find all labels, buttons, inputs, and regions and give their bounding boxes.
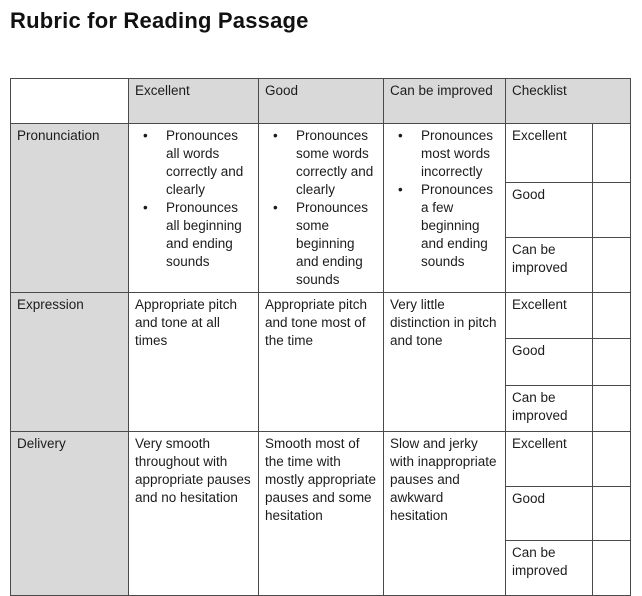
cell-expression-good: Appropriate pitch and tone most of the t… bbox=[258, 292, 384, 432]
table-row: Can be improved bbox=[11, 540, 632, 596]
table-row: Expression Appropriate pitch and tone at… bbox=[10, 292, 632, 432]
bullet-item: Pronounces most words incorrectly bbox=[390, 127, 501, 181]
checklist-label-excellent: Excellent bbox=[505, 292, 593, 339]
checklist-label-excellent: Excellent bbox=[505, 123, 593, 183]
table-row: Delivery Very smooth throughout with app… bbox=[10, 431, 632, 596]
bullet-list: Pronounces most words incorrectly Pronou… bbox=[390, 127, 501, 271]
checklist-check-cell bbox=[591, 181, 632, 239]
checklist-label-can-be-improved: Can be improved bbox=[505, 385, 593, 432]
cell-pronunciation-can-be-improved: Pronounces most words incorrectly Pronou… bbox=[383, 123, 506, 293]
table-row: Good bbox=[11, 338, 632, 386]
checklist-label-can-be-improved: Can be improved bbox=[505, 237, 593, 293]
header-row: Excellent Good Can be improved Checklist bbox=[10, 78, 632, 124]
cell-delivery-good: Smooth most of the time with mostly appr… bbox=[258, 431, 384, 596]
cell-delivery-can-be-improved: Slow and jerky with inappropriate pauses… bbox=[383, 431, 506, 596]
table-row: Pronunciation Pronounces all words corre… bbox=[10, 123, 632, 293]
cell-expression-can-be-improved: Very little distinction in pitch and ton… bbox=[383, 292, 506, 432]
checklist-check-cell bbox=[591, 486, 632, 541]
row-label-delivery: Delivery bbox=[10, 431, 129, 596]
column-header-checklist: Checklist bbox=[504, 78, 632, 124]
cell-delivery-excellent: Very smooth throughout with appropriate … bbox=[128, 431, 259, 596]
rubric-table: Excellent Good Can be improved Checklist… bbox=[10, 78, 632, 596]
bullet-item: Pronounces some words correctly and clea… bbox=[265, 127, 379, 199]
column-header-excellent: Excellent bbox=[128, 78, 259, 124]
bullet-item: Pronounces all beginning and ending soun… bbox=[135, 199, 254, 271]
checklist-check-cell bbox=[591, 385, 632, 432]
bullet-list: Pronounces all words correctly and clear… bbox=[135, 127, 254, 271]
column-header-can-be-improved: Can be improved bbox=[383, 78, 506, 124]
cell-expression-excellent: Appropriate pitch and tone at all times bbox=[128, 292, 259, 432]
checklist-check-cell bbox=[591, 292, 632, 339]
checklist-label-good: Good bbox=[505, 486, 593, 541]
checklist-check-cell bbox=[591, 338, 632, 386]
checklist-check-cell bbox=[591, 237, 632, 293]
checklist-label-good: Good bbox=[505, 181, 593, 239]
checklist-check-cell bbox=[591, 123, 632, 183]
bullet-item: Pronounces a few beginning and ending so… bbox=[390, 181, 501, 271]
checklist-label-excellent: Excellent bbox=[505, 431, 593, 487]
checklist-label-can-be-improved: Can be improved bbox=[505, 540, 593, 596]
row-label-expression: Expression bbox=[10, 292, 129, 432]
table-row: Good bbox=[11, 181, 632, 239]
checklist-check-cell bbox=[591, 540, 632, 596]
row-label-pronunciation: Pronunciation bbox=[10, 123, 129, 293]
checklist-check-cell bbox=[591, 431, 632, 487]
corner-cell bbox=[10, 78, 129, 124]
bullet-item: Pronounces some beginning and ending sou… bbox=[265, 199, 379, 289]
cell-pronunciation-excellent: Pronounces all words correctly and clear… bbox=[128, 123, 259, 293]
page-title: Rubric for Reading Passage bbox=[10, 8, 309, 33]
bullet-item: Pronounces all words correctly and clear… bbox=[135, 127, 254, 199]
column-header-good: Good bbox=[258, 78, 384, 124]
cell-pronunciation-good: Pronounces some words correctly and clea… bbox=[258, 123, 384, 293]
bullet-list: Pronounces some words correctly and clea… bbox=[265, 127, 379, 289]
checklist-label-good: Good bbox=[505, 338, 593, 386]
table-row: Good bbox=[11, 486, 632, 541]
